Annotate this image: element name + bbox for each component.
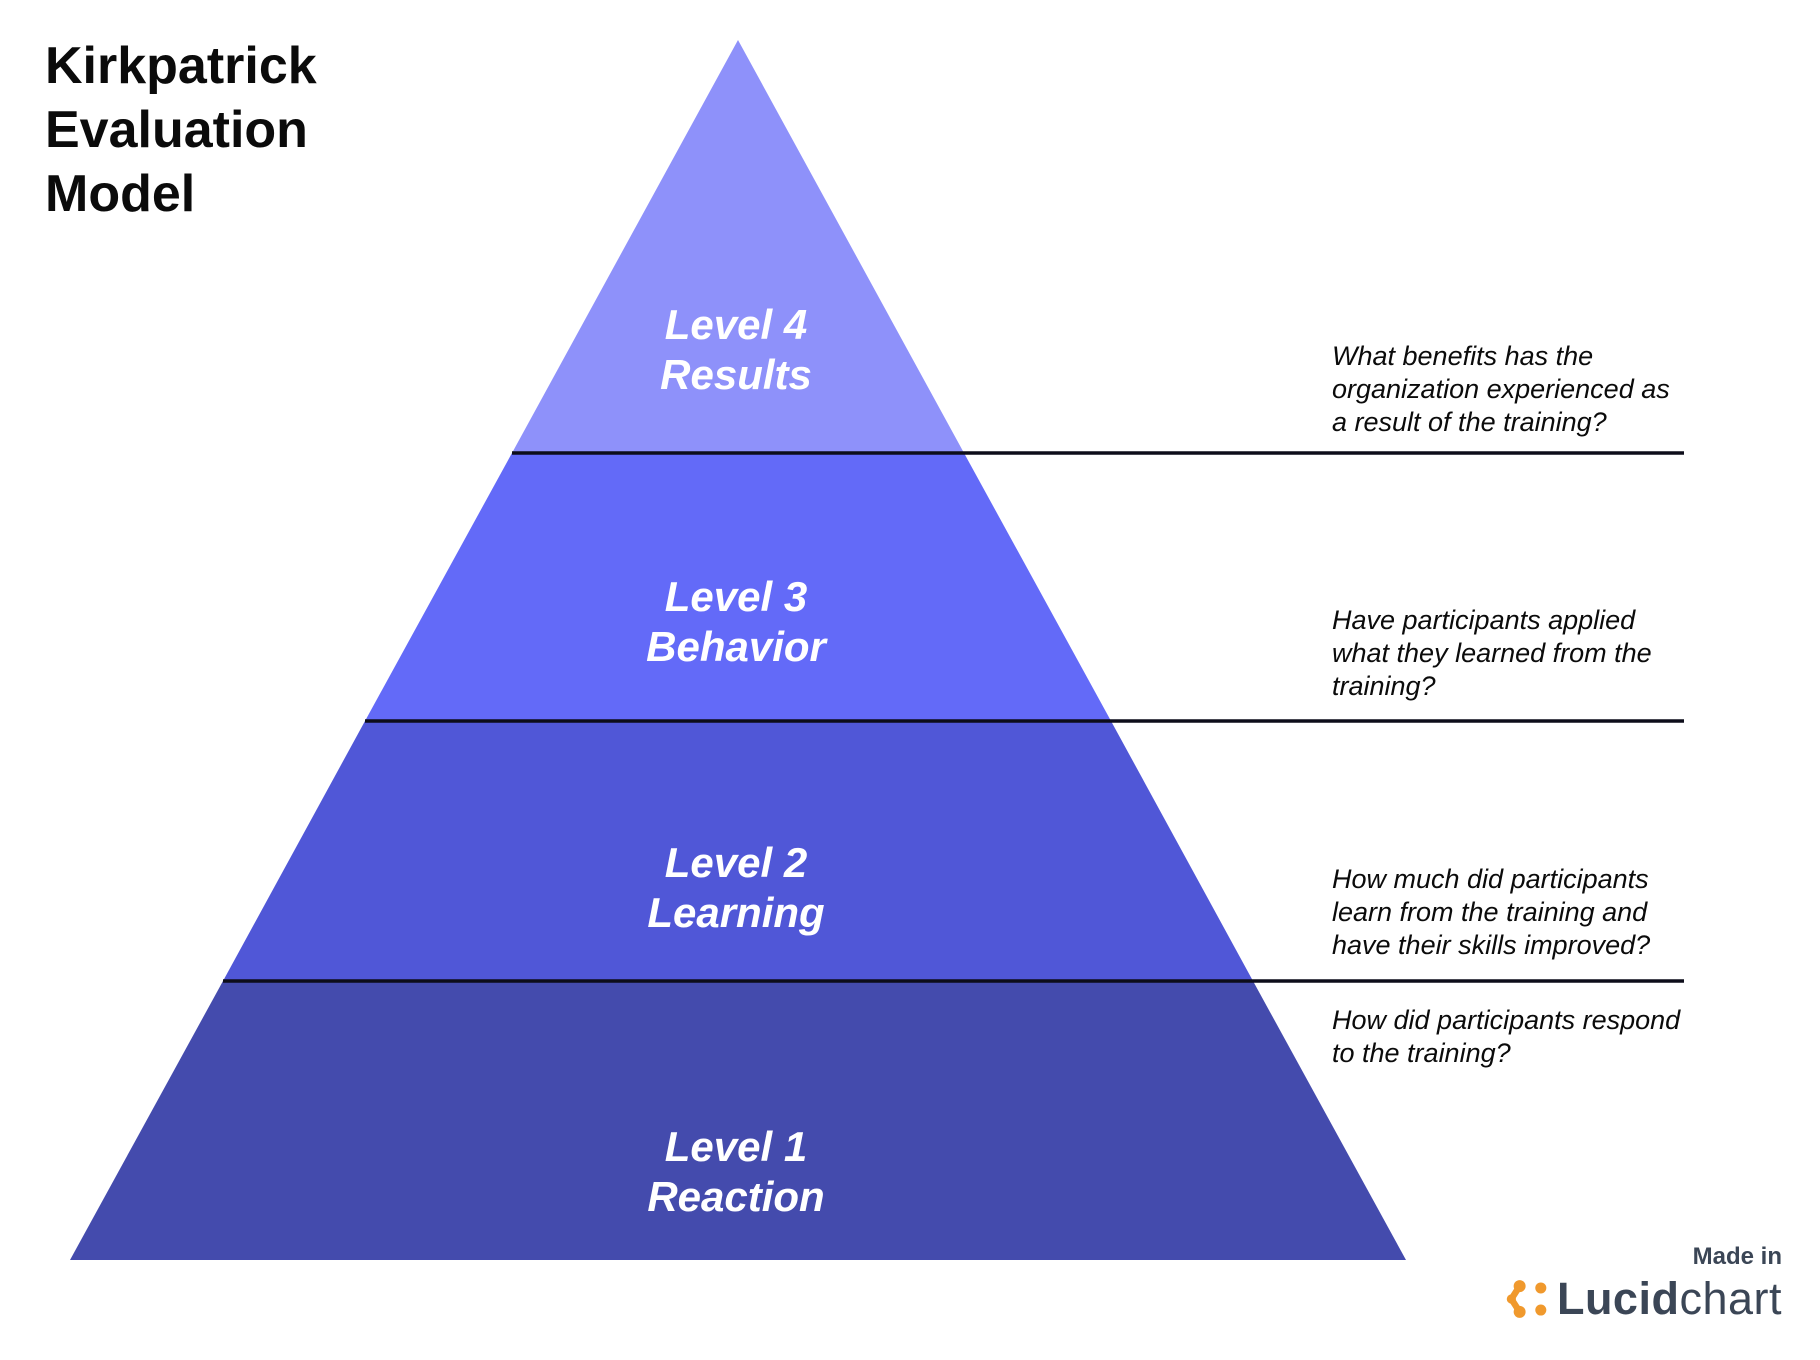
- pyramid-level4-shape: [512, 40, 964, 453]
- level2-category: Learning: [647, 889, 825, 936]
- level3-category: Behavior: [646, 623, 826, 670]
- level4-question: What benefits has the organization exper…: [1332, 341, 1670, 437]
- page-title: Kirkpatrick Evaluation Model: [45, 37, 317, 223]
- level4-label: Level 4 Results: [660, 300, 812, 400]
- level4-category: Results: [660, 351, 812, 398]
- level2-label: Level 2 Learning: [647, 838, 824, 938]
- lucidchart-attribution: Made in Lucidchart: [1504, 1243, 1782, 1322]
- lucidchart-wordmark: Lucidchart: [1557, 1276, 1782, 1322]
- level1-label: Level 1 Reaction: [647, 1122, 824, 1222]
- level3-label: Level 3 Behavior: [646, 572, 826, 672]
- pyramid-level3-shape: [365, 453, 1111, 721]
- level3-question: Have participants applied what they lear…: [1332, 605, 1652, 701]
- level1-question: How did participants respond to the trai…: [1332, 1005, 1681, 1068]
- lucidchart-icon: [1506, 1280, 1547, 1318]
- level4-name: Level 4: [664, 301, 808, 348]
- level2-name: Level 2: [664, 839, 808, 886]
- brand-lucid: Lucid: [1556, 1273, 1680, 1324]
- pyramid-level1-shape: [70, 981, 1406, 1260]
- level2-question: How much did participants learn from the…: [1332, 864, 1651, 960]
- pyramid-level2-shape: [223, 721, 1253, 981]
- level1-category: Reaction: [647, 1173, 825, 1220]
- level1-name: Level 1: [664, 1123, 808, 1170]
- made-in-text: Made in: [1692, 1243, 1782, 1270]
- level3-name: Level 3: [664, 573, 808, 620]
- brand-chart: chart: [1679, 1273, 1782, 1324]
